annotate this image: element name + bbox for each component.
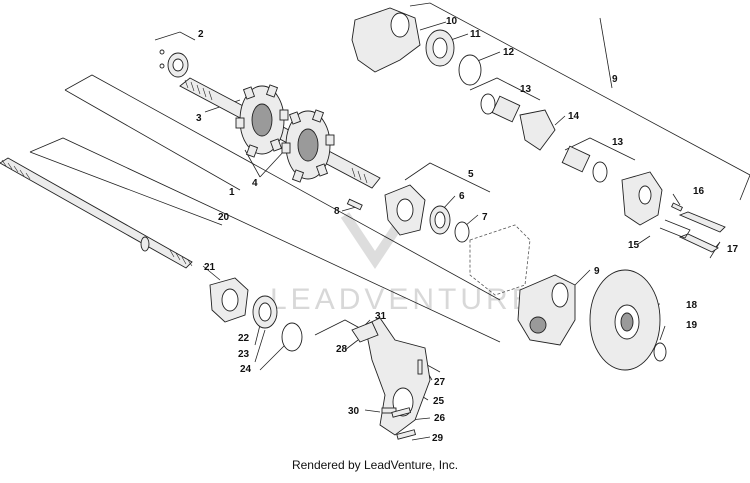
- lower-housing: [517, 274, 576, 346]
- callout-13-upper: 13: [520, 84, 532, 95]
- callout-2: 2: [198, 29, 204, 40]
- callout-5: 5: [468, 169, 474, 180]
- bearing-housing: [209, 277, 303, 352]
- footer-credit: Rendered by LeadVenture, Inc.: [291, 458, 459, 472]
- callout-20: 20: [218, 212, 230, 223]
- callout-29: 29: [432, 433, 444, 444]
- watermark-text: LEADVENTURE: [270, 283, 536, 316]
- callout-23: 23: [238, 349, 250, 360]
- callout-labels: 1 2 3 4 5 6 7 8 9 9 10 11 12 13 13 14 15…: [196, 16, 739, 444]
- callout-27: 27: [434, 377, 446, 388]
- callout-14: 14: [568, 111, 580, 122]
- seal-plate-assembly: [346, 184, 470, 243]
- callout-18: 18: [686, 300, 698, 311]
- callout-30: 30: [348, 406, 360, 417]
- callout-12: 12: [503, 47, 515, 58]
- callout-7: 7: [482, 212, 488, 223]
- callout-3: 3: [196, 113, 202, 124]
- callout-9-upper: 9: [612, 74, 618, 85]
- sprocket-shaft: [159, 49, 381, 189]
- caliper-body: [621, 171, 726, 253]
- callout-9-lower: 9: [594, 266, 600, 277]
- callout-22: 22: [238, 333, 250, 344]
- callout-16: 16: [693, 186, 705, 197]
- callout-21: 21: [204, 262, 216, 273]
- watermark: LEADVENTURE: [270, 212, 536, 316]
- gasket-outline: [469, 224, 531, 296]
- callout-17: 17: [727, 244, 739, 255]
- callout-28: 28: [336, 344, 348, 355]
- callout-1: 1: [229, 187, 235, 198]
- callout-24: 24: [240, 364, 252, 375]
- callout-8: 8: [334, 206, 340, 217]
- callout-13-lower: 13: [612, 137, 624, 148]
- callout-25: 25: [433, 396, 445, 407]
- callout-26: 26: [434, 413, 446, 424]
- upper-housing: [351, 7, 482, 86]
- caliper-parts: [480, 93, 608, 183]
- callout-15: 15: [628, 240, 640, 251]
- drive-shaft: [0, 157, 193, 269]
- callout-31: 31: [375, 311, 387, 322]
- callout-19: 19: [686, 320, 698, 331]
- callout-11: 11: [470, 29, 481, 40]
- mount-bracket: [351, 317, 431, 440]
- callout-10: 10: [446, 16, 458, 27]
- callout-6: 6: [459, 191, 465, 202]
- callout-4: 4: [252, 178, 258, 189]
- brake-disc: [589, 269, 667, 371]
